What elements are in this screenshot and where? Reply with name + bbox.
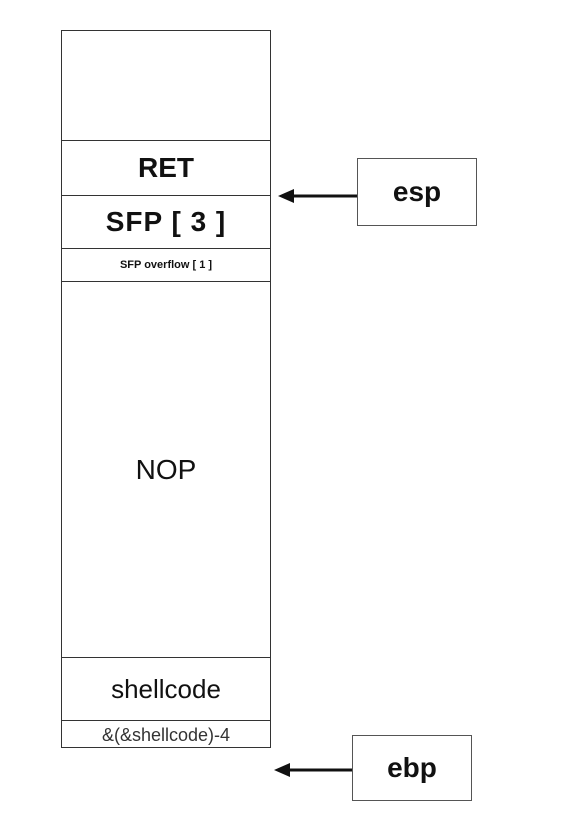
stack-cell-shellcode-address: &(&shellcode)-4 [101,724,231,745]
stack-cell-sfp-overflow: SFP overflow [ 1 ] [62,249,270,282]
stack-cell-ret: RET [62,141,270,196]
esp-arrow-icon [278,189,358,203]
stack-frame: RET SFP [ 3 ] SFP overflow [ 1 ] NOP she… [61,30,271,748]
stack-cell-nop: NOP [62,282,270,658]
esp-register-box: esp [357,158,477,226]
stack-cell-shellcode: shellcode [62,658,270,721]
ebp-register-box: ebp [352,735,472,801]
ebp-arrow-icon [274,763,352,777]
stack-cell-sfp: SFP [ 3 ] [62,196,270,249]
esp-register-label: esp [392,176,442,207]
stack-cell-empty [62,31,270,141]
ebp-register-label: ebp [387,752,437,783]
